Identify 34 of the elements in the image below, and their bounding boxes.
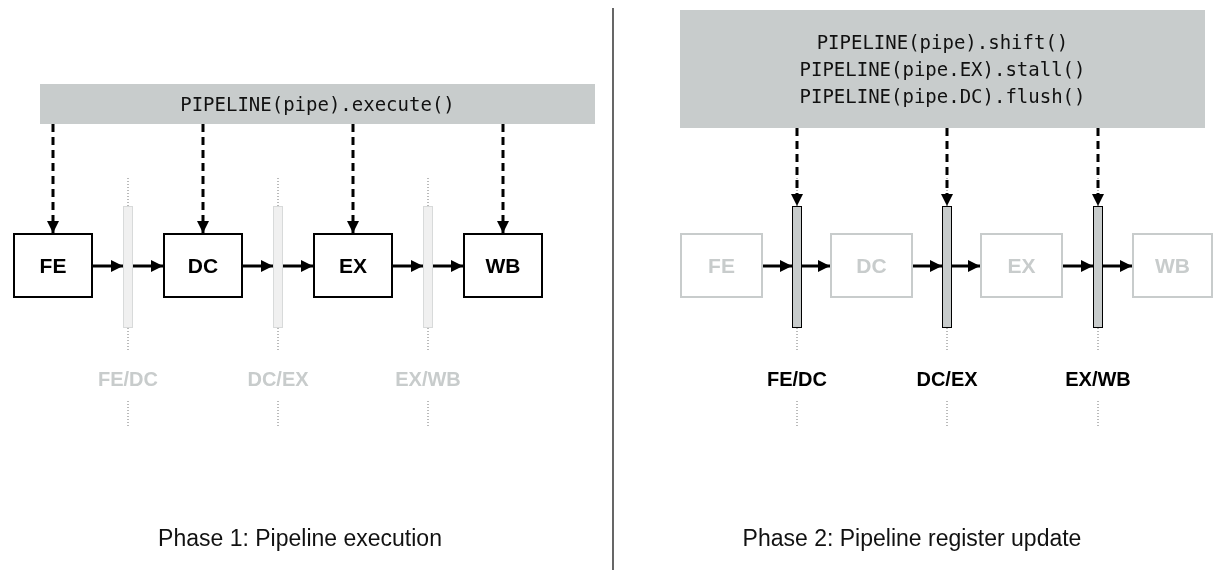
pipeline-stage-box: WB [463,233,543,298]
dashed-arrow [47,124,59,233]
dashed-arrow [197,124,209,233]
code-line: PIPELINE(pipe).shift() [816,29,1069,55]
code-line: PIPELINE(pipe).execute() [180,91,455,117]
dashed-arrow [941,128,953,206]
dashed-arrow [1092,128,1104,206]
phase-caption: Phase 2: Pipeline register update [742,525,1082,551]
arrow [952,260,980,272]
arrow [133,260,163,272]
register-label: EX/WB [1064,368,1132,391]
code-banner [680,10,1205,128]
code-line: PIPELINE(pipe.EX).stall() [799,56,1086,82]
arrow [93,260,123,272]
dashed-arrow [497,124,509,233]
arrow [1063,260,1093,272]
arrow [1103,260,1132,272]
arrow [433,260,463,272]
arrow [913,260,942,272]
register-label: DC/EX [915,368,979,391]
register-label: FE/DC [766,368,828,391]
pipeline-stage-box: EX [313,233,393,298]
arrow [763,260,792,272]
pipeline-stage-box: FE [13,233,93,298]
arrow [802,260,830,272]
code-banner [40,84,595,124]
arrow [283,260,313,272]
dashed-arrow [791,128,803,206]
arrow [393,260,423,272]
phase-caption: Phase 1: Pipeline execution [158,525,442,551]
arrow [243,260,273,272]
code-line: PIPELINE(pipe.DC).flush() [799,83,1086,109]
dashed-arrow [347,124,359,233]
pipeline-stage-box: DC [163,233,243,298]
